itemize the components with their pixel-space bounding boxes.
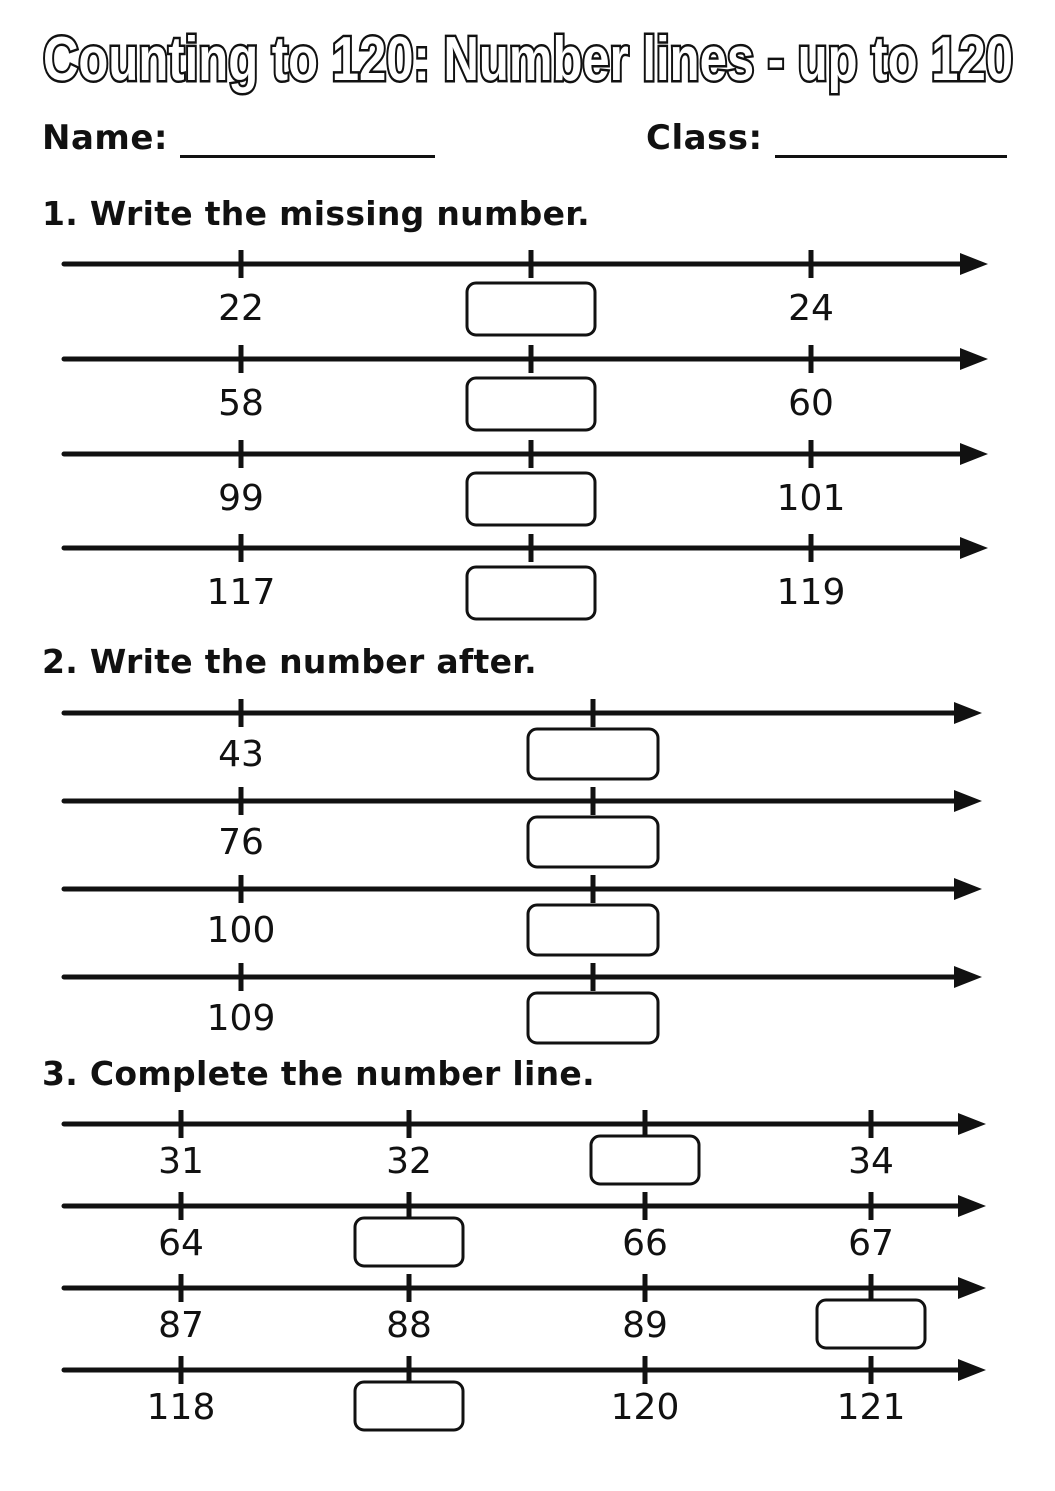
number-line-row: 22 24 <box>61 250 988 337</box>
number-line-row: 31 32 34 <box>61 1110 986 1186</box>
answer-box[interactable] <box>526 991 660 1045</box>
tick-label: 117 <box>207 572 276 613</box>
tick-label: 32 <box>386 1141 432 1182</box>
answer-box[interactable] <box>465 471 597 527</box>
tick-label: 89 <box>622 1305 668 1346</box>
arrow-head-icon <box>954 878 982 900</box>
answer-box[interactable] <box>815 1298 927 1350</box>
arrow-head-icon <box>954 966 982 988</box>
tick-label: 58 <box>218 383 264 424</box>
tick-label: 34 <box>848 1141 894 1182</box>
name-label: Name: <box>42 118 168 158</box>
tick-label: 31 <box>158 1141 204 1182</box>
answer-box[interactable] <box>353 1380 465 1432</box>
arrow-head-icon <box>958 1113 986 1135</box>
answer-box[interactable] <box>465 281 597 337</box>
tick-label: 99 <box>218 478 264 519</box>
tick-label: 120 <box>611 1387 680 1428</box>
answer-box[interactable] <box>526 815 660 869</box>
tick-label: 100 <box>207 910 276 951</box>
tick-label: 64 <box>158 1223 204 1264</box>
tick-label: 87 <box>158 1305 204 1346</box>
tick-label: 60 <box>788 383 834 424</box>
tick-label: 66 <box>622 1223 668 1264</box>
arrow-head-icon <box>958 1277 986 1299</box>
name-blank[interactable] <box>179 155 435 158</box>
tick-label: 118 <box>147 1387 216 1428</box>
number-line-row: 117 119 <box>61 534 988 621</box>
number-line-row: 109 <box>61 963 982 1045</box>
number-line-row: 100 <box>61 875 982 957</box>
title-text: Counting to 120: Number lines - up to 12… <box>43 25 1013 94</box>
section-1-heading: 1. Write the missing number. <box>42 194 590 233</box>
tick-label: 101 <box>777 478 846 519</box>
tick-label: 24 <box>788 288 834 329</box>
answer-box[interactable] <box>353 1216 465 1268</box>
tick-label: 67 <box>848 1223 894 1264</box>
class-field: Class: <box>646 118 1007 158</box>
number-line-row: 43 <box>61 699 982 781</box>
arrow-head-icon <box>954 702 982 724</box>
arrow-head-icon <box>954 790 982 812</box>
tick-label: 119 <box>777 572 846 613</box>
number-line-row: 87 88 89 <box>61 1274 986 1350</box>
section-3-heading: 3. Complete the number line. <box>42 1054 595 1093</box>
number-line-row: 58 60 <box>61 345 988 432</box>
number-line-row: 64 66 67 <box>61 1192 986 1268</box>
answer-box[interactable] <box>465 376 597 432</box>
arrow-head-icon <box>958 1195 986 1217</box>
tick-label: 109 <box>207 998 276 1039</box>
number-line-row: 118 120 121 <box>61 1356 986 1432</box>
section-2-heading: 2. Write the number after. <box>42 642 538 681</box>
number-line-row: 99 101 <box>61 440 988 527</box>
answer-box[interactable] <box>589 1134 701 1186</box>
arrow-head-icon <box>958 1359 986 1381</box>
name-field: Name: <box>42 118 435 158</box>
tick-label: 22 <box>218 288 264 329</box>
tick-label: 121 <box>837 1387 906 1428</box>
class-blank[interactable] <box>774 155 1007 158</box>
class-label: Class: <box>646 118 763 158</box>
number-line-row: 76 <box>61 787 982 869</box>
arrow-head-icon <box>960 348 988 370</box>
answer-box[interactable] <box>526 903 660 957</box>
answer-box[interactable] <box>465 565 597 621</box>
arrow-head-icon <box>960 253 988 275</box>
tick-label: 76 <box>218 822 264 863</box>
arrow-head-icon <box>960 443 988 465</box>
arrow-head-icon <box>960 537 988 559</box>
tick-label: 43 <box>218 734 264 775</box>
worksheet-title: Counting to 120: Number lines - up to 12… <box>0 14 1055 104</box>
tick-label: 88 <box>386 1305 432 1346</box>
answer-box[interactable] <box>526 727 660 781</box>
